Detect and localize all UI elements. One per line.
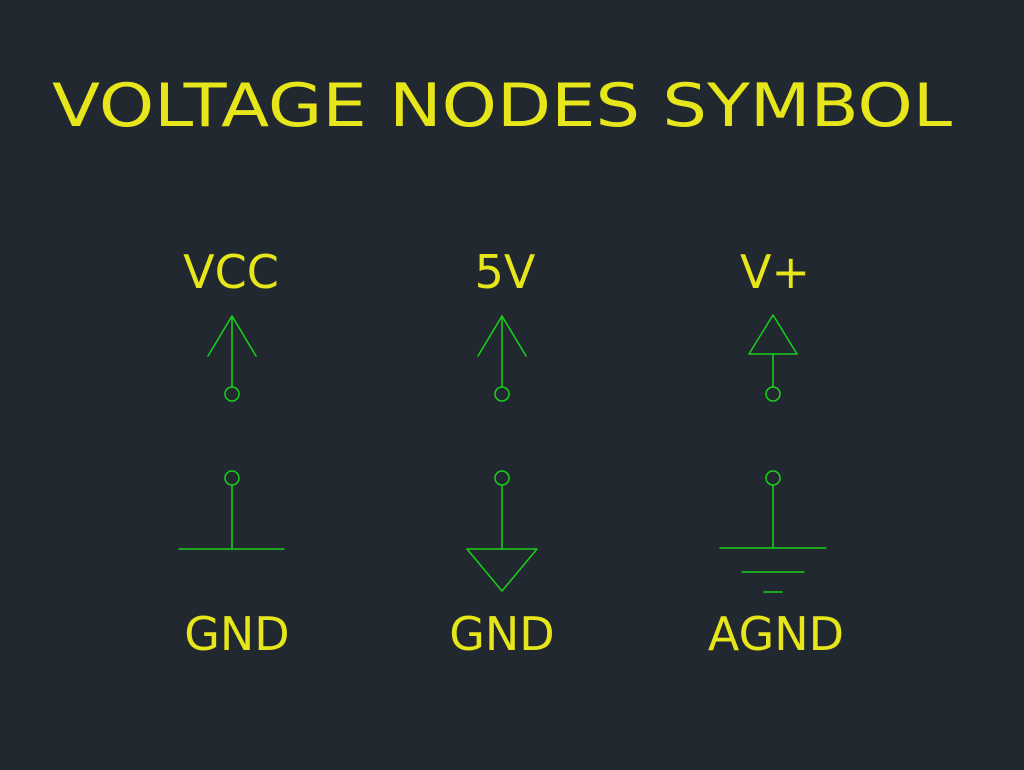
label-gnd-triangle: GND	[449, 607, 554, 661]
gnd-bar-icon	[178, 470, 285, 550]
vplus-triangle-icon	[748, 314, 798, 402]
5v-arrow-icon	[477, 315, 527, 402]
label-5v: 5V	[475, 245, 536, 299]
label-agnd: AGND	[708, 607, 844, 661]
diagram-title: VOLTAGE NODES SYMBOL	[52, 71, 953, 141]
label-vplus: V+	[740, 245, 810, 299]
gnd-triangle-icon	[466, 470, 538, 592]
agnd-earth-icon	[719, 470, 827, 593]
label-vcc: VCC	[183, 245, 279, 299]
label-gnd-bar: GND	[184, 607, 289, 661]
vcc-arrow-icon	[207, 315, 257, 402]
